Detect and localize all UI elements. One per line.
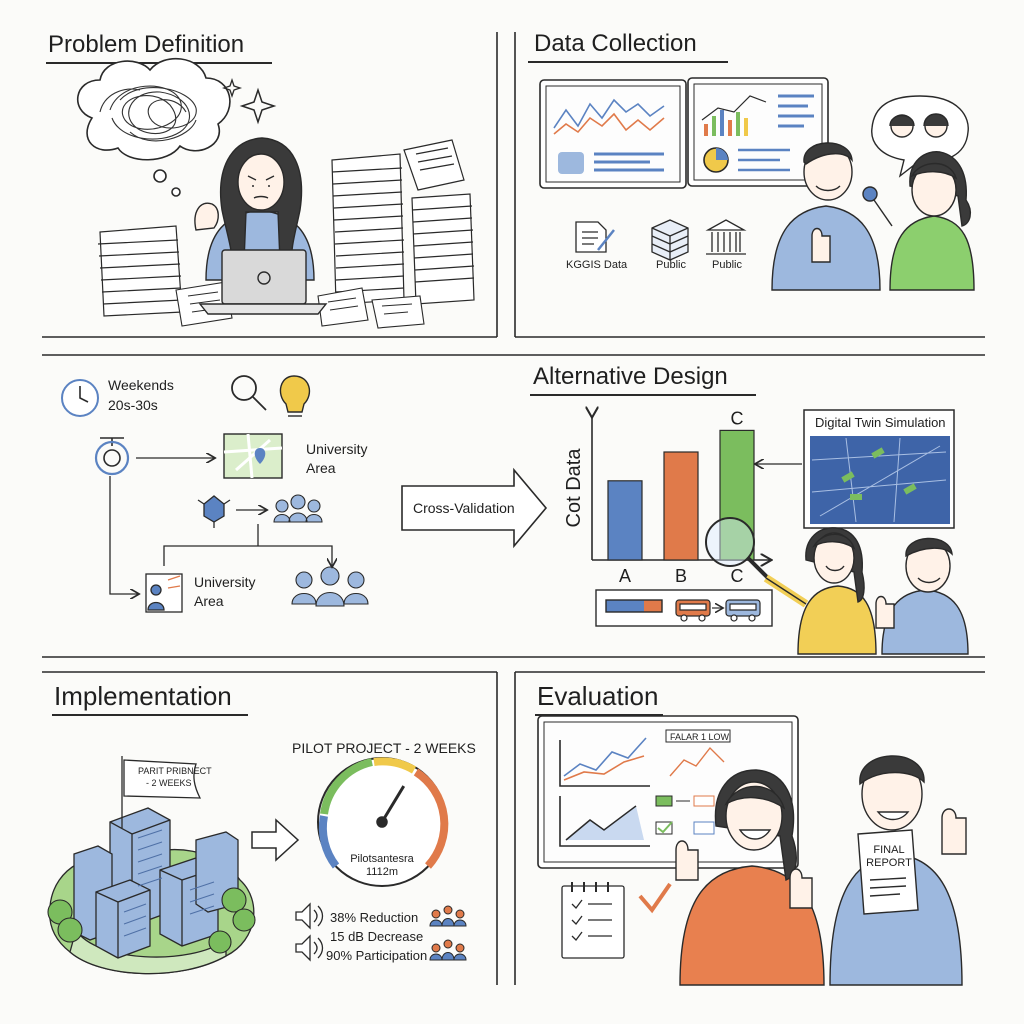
source-label: Public: [712, 259, 742, 271]
pilot-title: PILOT PROJECT - 2 WEEKS: [292, 740, 476, 756]
flag-text: PARIT PRIBNECT: [138, 766, 212, 776]
server-icon: [651, 219, 689, 261]
title-underline: [528, 61, 728, 63]
loose-papers: [175, 281, 425, 329]
evaluation-title: Evaluation: [537, 681, 659, 711]
clock-icon: [61, 379, 99, 417]
result-item: 90% Participation: [326, 948, 428, 963]
simulation-panel: [803, 409, 955, 529]
man-thumbs-up: [875, 537, 969, 655]
people-group-icon: [291, 566, 369, 607]
lightbulb-icon: [279, 375, 311, 417]
panel-dividers: [42, 32, 985, 985]
sparkle-icon: [239, 87, 277, 125]
man-holding-report: [829, 755, 967, 986]
cube-network-icon: [197, 495, 231, 528]
people-group-icon: [429, 939, 467, 961]
paper-stack-left: [97, 225, 183, 317]
title-underline: [535, 714, 663, 716]
people-group-icon: [273, 494, 323, 523]
speech-bubble: [871, 95, 969, 178]
board-label: FALAR 1 LOW: [670, 732, 730, 742]
bus-icon: [725, 599, 761, 622]
gauge-label: Pilotsantesra: [350, 853, 414, 865]
man-thumbs-up: [771, 142, 881, 291]
process-connectors: [109, 458, 332, 594]
woman-with-magnifier: [862, 151, 975, 291]
laptop-icon: [198, 249, 328, 315]
location-label: Area: [306, 460, 336, 476]
search-icon: [231, 375, 267, 411]
problem-definition-title: Problem Definition: [48, 31, 245, 58]
paper-stack-right: [411, 193, 475, 305]
report-title: REPORT: [866, 857, 912, 869]
trees: [47, 887, 256, 954]
source-label: Public: [656, 259, 686, 271]
alternative-design-title: Alternative Design: [533, 363, 728, 390]
location-label: University: [306, 441, 368, 457]
people-group-icon: [429, 905, 467, 927]
bar-b: [663, 451, 699, 561]
cross-validation-arrow: [401, 467, 548, 549]
bus-icon: [675, 599, 711, 622]
bar-c: [719, 429, 755, 561]
location-label: University: [194, 574, 256, 590]
note-line: Weekends: [108, 377, 174, 393]
gauge-meter: [317, 757, 449, 887]
location-label: Area: [194, 593, 224, 609]
notepad-icon: [561, 882, 625, 959]
x-tick-label: A: [619, 566, 631, 586]
result-item: 15 dB Decrease: [330, 929, 424, 944]
pilot-flag: [121, 756, 202, 828]
flag-text: - 2 WEEKS: [146, 778, 192, 788]
bar-chart: A B C C Cot Data: [563, 408, 770, 586]
person-photo-icon: [145, 573, 183, 613]
dashboard-monitor-left: [539, 79, 687, 189]
bar-annotation: C: [731, 408, 744, 428]
note-line: 20s-30s: [108, 397, 158, 413]
sparkle-icon: [221, 77, 243, 99]
x-tick-label: C: [731, 566, 744, 586]
cross-validation-label: Cross-Validation: [413, 500, 515, 516]
thought-cloud: [76, 57, 231, 197]
gauge-label: 1112m: [365, 866, 398, 878]
arrow-right-icon: [251, 818, 300, 862]
title-underline: [52, 714, 248, 716]
simulation-title: Digital Twin Simulation: [815, 415, 946, 430]
checkmark-icon: [638, 882, 672, 914]
y-axis-label: Cot Data: [563, 448, 585, 528]
smiling-woman: [675, 769, 825, 986]
map-icon: [223, 433, 283, 479]
speaker-icons: [295, 902, 324, 962]
data-collection-title: Data Collection: [534, 30, 697, 57]
magnifier-icon: [705, 517, 772, 582]
paper-stack-middle: [331, 139, 465, 305]
result-item: 38% Reduction: [330, 910, 419, 925]
x-tick-label: B: [675, 566, 687, 586]
title-underline: [530, 394, 756, 396]
tangled-scribble: [99, 85, 197, 142]
source-label: KGGIS Data: [566, 259, 628, 271]
target-ring-icon: [94, 437, 130, 476]
implementation-title: Implementation: [54, 681, 232, 711]
document-icon: [575, 221, 615, 253]
office-buildings: [73, 807, 239, 959]
dashboard-monitor-right: [687, 77, 829, 187]
government-building-icon: [705, 219, 747, 255]
bar-a: [607, 480, 643, 561]
report-title: FINAL: [873, 844, 905, 856]
presenting-woman: [763, 527, 877, 655]
